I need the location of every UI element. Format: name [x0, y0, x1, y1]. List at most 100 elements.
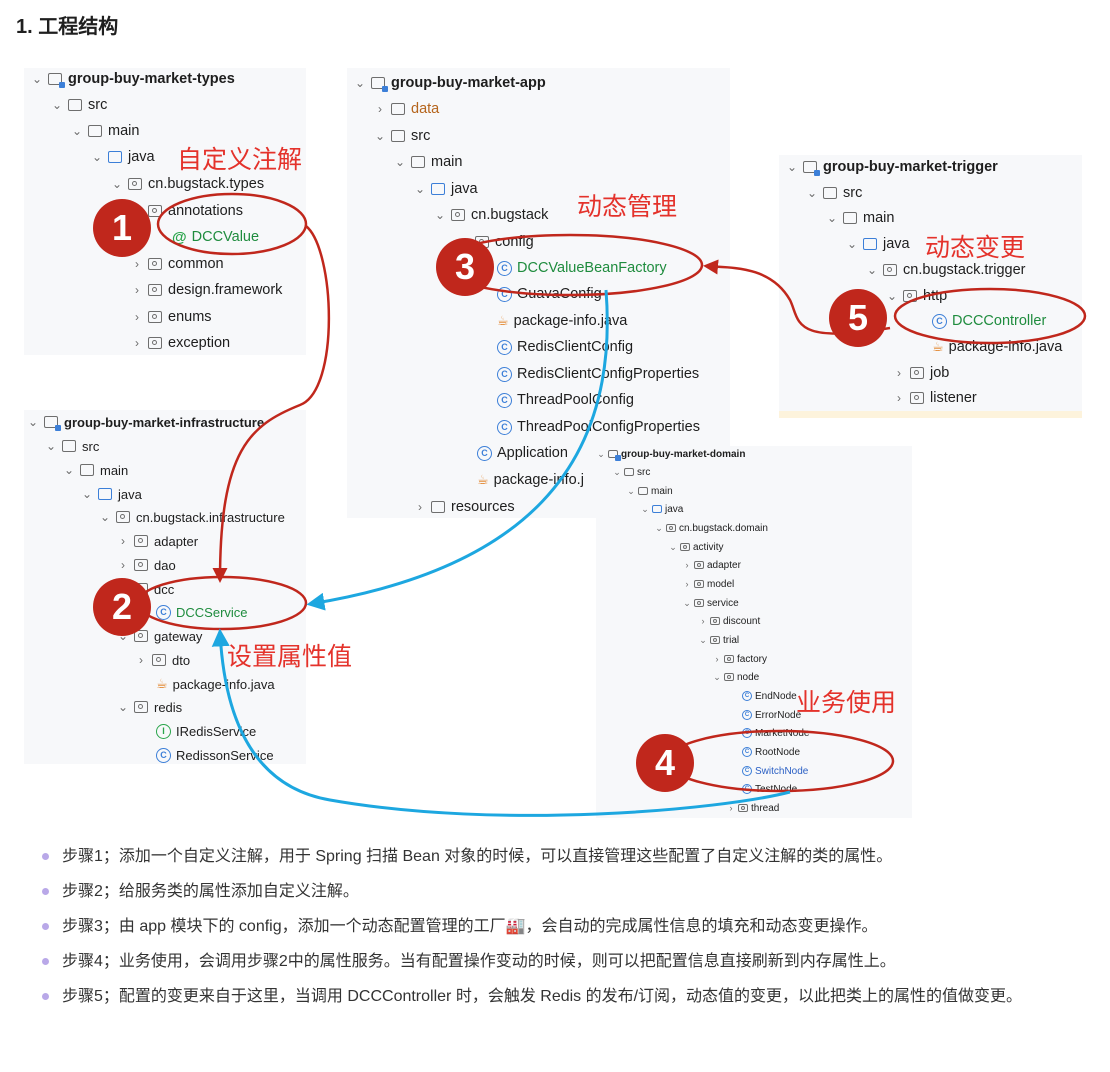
package-icon	[116, 511, 130, 523]
tree-row[interactable]: ⌄cn.bugstack.domain	[655, 522, 768, 534]
resources-folder-icon	[431, 501, 445, 513]
tree-row[interactable]: ›design.framework	[135, 282, 283, 298]
tree-row[interactable]: ⌄trial	[699, 634, 740, 646]
package-icon	[134, 559, 148, 571]
tree-row[interactable]: ⌄java	[846, 236, 910, 252]
tree-row[interactable]: ⌄group-buy-market-app	[354, 75, 546, 92]
tree-row[interactable]: ⌄redis	[117, 699, 183, 715]
module-icon	[371, 77, 388, 92]
tree-row[interactable]: ›discount	[701, 615, 761, 627]
tree-row[interactable]: ›adapter	[685, 559, 741, 571]
class-icon: C	[932, 313, 947, 329]
tree-row[interactable]: ›dao	[121, 557, 176, 573]
folder-icon	[391, 130, 405, 142]
tree-row[interactable]: ⌄activity	[669, 541, 724, 553]
tree-row[interactable]: ⌄cn.bugstack	[434, 207, 549, 223]
tree-row[interactable]: ⌄group-buy-market-infrastructure	[27, 414, 265, 431]
tree-row[interactable]: ⌄main	[71, 123, 140, 139]
class-icon: C	[497, 419, 512, 435]
class-icon: C	[497, 339, 512, 355]
tree-row[interactable]: ›data	[378, 101, 440, 117]
tree-row[interactable]: ›common	[135, 256, 224, 272]
tree-row[interactable]: ›listener	[897, 390, 977, 406]
label-dynamic-change: 动态变更	[925, 233, 1026, 262]
package-icon	[694, 561, 704, 569]
tree-row[interactable]: ⌄main	[63, 462, 129, 478]
tree-row[interactable]: ⌄group-buy-market-types	[31, 71, 235, 88]
folder-icon	[843, 212, 857, 224]
tree-row[interactable]: ⌄java	[641, 503, 684, 515]
tree-row[interactable]: ⌄cn.bugstack.infrastructure	[99, 509, 285, 525]
tree-row[interactable]: ›resources	[418, 499, 515, 515]
tree-row[interactable]: @DCCValue	[172, 228, 260, 246]
package-icon	[710, 636, 720, 644]
tree-row[interactable]: ›factory	[715, 653, 768, 665]
package-icon	[128, 178, 142, 190]
tree-row[interactable]: ⌄java	[81, 486, 142, 502]
tree-row[interactable]: ⌄http	[886, 288, 948, 304]
tree-row[interactable]: ⌄gateway	[117, 628, 203, 644]
tree-row[interactable]: ☕package-info.java	[156, 676, 275, 692]
tree-row[interactable]: ⌄main	[826, 210, 895, 226]
source-folder-icon	[98, 488, 112, 500]
source-folder-icon	[431, 183, 445, 195]
tree-row[interactable]: ⌄src	[374, 128, 431, 144]
tree-row[interactable]: ⌄src	[45, 438, 100, 454]
tree-row[interactable]: ›dto	[139, 652, 191, 668]
package-icon	[148, 258, 162, 270]
package-icon	[134, 701, 148, 713]
module-icon	[803, 161, 820, 176]
steps-list: 步骤1；添加一个自定义注解，用于 Spring 扫描 Bean 对象的时候，可以…	[42, 842, 1092, 1017]
tree-row[interactable]: ⌄node	[713, 671, 760, 683]
tree-row[interactable]: ›enums	[135, 309, 212, 325]
package-icon	[134, 630, 148, 642]
class-icon: C	[497, 392, 512, 408]
folder-icon	[823, 187, 837, 199]
tree-row[interactable]: ›thread	[729, 802, 780, 814]
tree-row[interactable]: ⌄java	[91, 149, 155, 165]
tree-row[interactable]: ⌄cn.bugstack.types	[111, 176, 265, 192]
package-icon	[148, 311, 162, 323]
tree-row[interactable]: ⌄main	[627, 485, 673, 497]
package-icon	[451, 209, 465, 221]
tree-row[interactable]: ☕package-info.j	[477, 472, 584, 488]
tree-row[interactable]: ⌄src	[51, 97, 108, 113]
class-icon: C	[156, 604, 171, 620]
tree-row[interactable]: ›model	[685, 578, 735, 590]
package-icon	[134, 535, 148, 547]
tree-row[interactable]: ☕package-info.java	[932, 339, 1063, 355]
java-file-icon: ☕	[497, 313, 509, 328]
tree-row[interactable]: ⌄group-buy-market-domain	[597, 448, 746, 461]
folder-icon	[80, 464, 94, 476]
package-icon	[903, 290, 917, 302]
tree-row[interactable]: ⌄main	[394, 154, 463, 170]
class-icon: C	[497, 260, 512, 276]
tree-row[interactable]: ⌄service	[683, 597, 739, 609]
tree-row[interactable]: ›job	[897, 365, 950, 381]
tree-row[interactable]: ⌄java	[414, 181, 478, 197]
tree-row[interactable]: ⌄src	[613, 466, 651, 478]
tree-row[interactable]: ›exception	[135, 335, 231, 351]
tree-row[interactable]: ⌄src	[806, 185, 863, 201]
tree-row[interactable]: ☕package-info.java	[497, 313, 628, 329]
list-item: 步骤4；业务使用，会调用步骤2中的属性服务。当有配置操作变动的时候，则可以把配置…	[42, 947, 1092, 976]
tree-row[interactable]: ›adapter	[121, 533, 199, 549]
tree-row[interactable]: ⌄group-buy-market-trigger	[786, 159, 998, 176]
